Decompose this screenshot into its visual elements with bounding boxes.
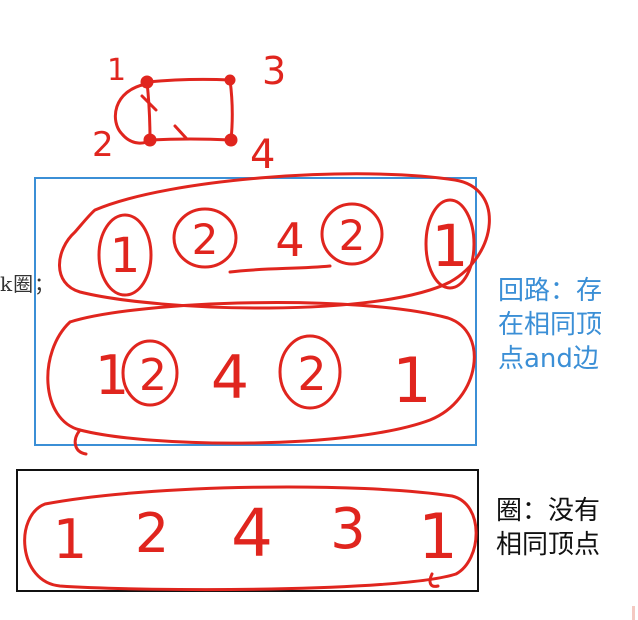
circuit-row-1-underline <box>228 264 332 274</box>
cycle-row-tail <box>428 572 440 588</box>
circuit-row-1-circle <box>320 202 384 266</box>
circuit-row-2-step: 2 <box>139 350 167 401</box>
graph-sketch <box>113 74 238 147</box>
circuit-note-line: 点and边 <box>498 344 599 374</box>
circuit-row-1-step: 2 <box>192 215 219 264</box>
circuit-row-2-step: 2 <box>297 347 326 401</box>
vertex-label-3: 3 <box>262 49 286 93</box>
graph-vertex-dot <box>224 74 236 86</box>
graph-vertex-dot <box>224 133 238 147</box>
graph-edge-3-4 <box>228 78 234 142</box>
circuit-row-2-step: 1 <box>95 344 129 407</box>
vertex-label-4: 4 <box>250 132 275 178</box>
graph-vertex-dot <box>140 75 154 89</box>
circuit-row-2-step: 4 <box>211 343 249 413</box>
edge-mark <box>632 606 635 620</box>
circuit-row-2-enclosure <box>46 301 476 445</box>
circuit-row-2-tail <box>73 428 88 456</box>
cycle-box <box>16 469 479 592</box>
cycle-row-step: 1 <box>53 508 87 571</box>
circuit-row-2: 1 2 4 2 1 <box>46 301 476 456</box>
circuit-note: 回路：存 在相同顶 点and边 <box>498 274 630 376</box>
circuit-row-1-circle <box>424 198 476 290</box>
graph-vertex-labels: 1 3 2 4 <box>92 49 286 178</box>
cycle-note: 圈：没有 相同顶点 <box>496 494 636 562</box>
cycle-note-line: 圈：没有 <box>496 496 601 526</box>
graph-edge-1-2 <box>145 80 152 142</box>
circuit-row-2-circle <box>121 339 179 407</box>
circuit-row-1-step: 1 <box>110 228 141 284</box>
circuit-note-line: 回路：存 <box>498 276 603 306</box>
circuit-row-2-step: 1 <box>392 344 431 417</box>
graph-tick-mark <box>140 94 158 112</box>
cycle-row-step: 4 <box>231 495 273 572</box>
circuit-row-2-circle <box>278 334 342 410</box>
vertex-label-2: 2 <box>92 125 114 165</box>
circuit-row-1-step: 1 <box>432 212 469 280</box>
graph-loop-1-2 <box>113 82 152 145</box>
circuit-row-1-circle <box>172 207 238 269</box>
cycle-row-enclosure <box>23 485 478 592</box>
cycle-row-step: 3 <box>330 497 366 562</box>
graph-edge-2-4 <box>148 137 233 142</box>
circuit-note-line: 在相同顶 <box>498 310 603 340</box>
circuit-row-1: 1 2 4 2 1 <box>58 172 491 310</box>
graph-vertex-dot <box>143 133 157 147</box>
cycle-row: 1 2 4 3 1 <box>23 485 478 592</box>
vertex-label-1: 1 <box>107 53 126 88</box>
circuit-row-1-step: 2 <box>339 211 366 260</box>
cycle-note-line: 相同顶点 <box>496 530 601 560</box>
circuit-row-1-enclosure <box>58 172 491 310</box>
cropped-text-fragment: k圈； <box>0 272 56 296</box>
graph-tick-mark <box>173 124 188 140</box>
cycle-row-step: 1 <box>418 500 457 573</box>
circuit-row-1-circle <box>97 213 153 297</box>
cycle-row-step: 2 <box>135 502 169 565</box>
circuit-row-1-step: 4 <box>275 213 304 267</box>
graph-edge-1-3 <box>145 77 232 84</box>
